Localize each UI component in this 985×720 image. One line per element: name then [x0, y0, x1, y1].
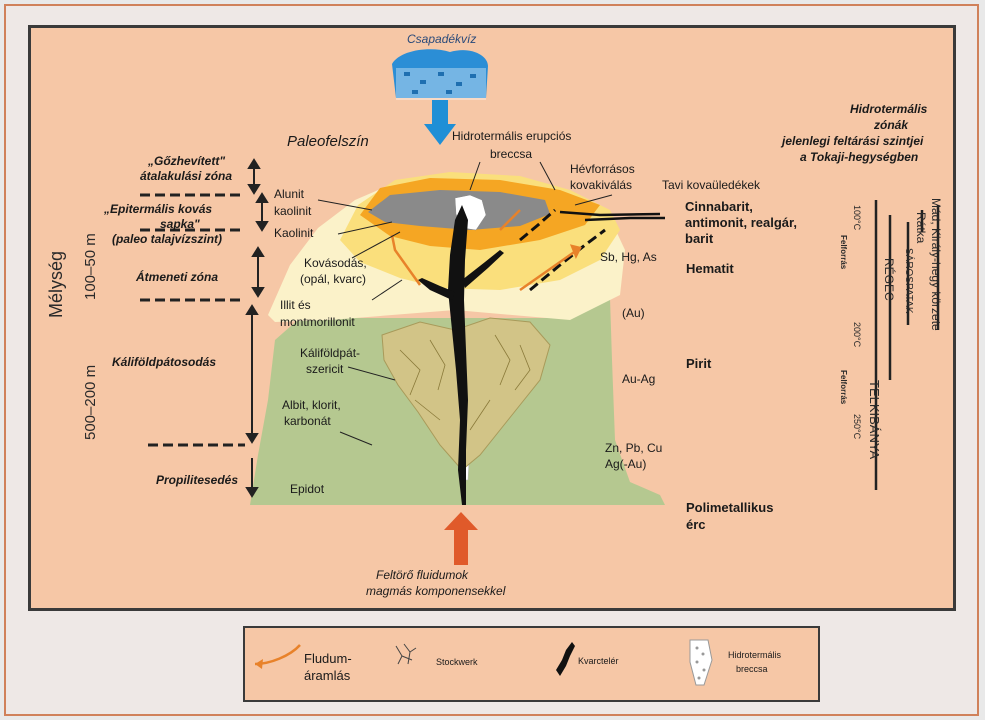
epidote-label: Epidot: [290, 482, 325, 496]
right-title-1: Hidrotermális: [850, 102, 928, 116]
polymetallic-label-2: érc: [686, 517, 706, 532]
steam-zone-label-2: átalakulási zóna: [140, 169, 233, 183]
right-title-4: a Tokaji-hegységben: [800, 150, 919, 164]
paleo-surface-label: Paleofelszín: [287, 133, 369, 150]
cinnabar-label-2: antimonit, realgár,: [685, 215, 797, 230]
depth-lower-range: 500–200 m: [82, 364, 99, 440]
bottom-label-2: magmás komponensekkel: [366, 584, 506, 598]
right-title-3: jelenlegi feltárási szintjei: [782, 134, 924, 148]
telkibanya-label: TELKIBÁNYA: [867, 380, 882, 460]
exposure-level-bars: [874, 200, 940, 490]
legend-breccia-label-2: breccsa: [736, 664, 768, 674]
sb-hg-as-label: Sb, Hg, As: [600, 250, 657, 264]
zone-arrows: [245, 158, 269, 498]
sinter-label-1: Hévforrásos: [570, 162, 635, 176]
zone-boundaries: [140, 193, 245, 447]
leader-lines: [317, 161, 613, 446]
bottom-label-1: Feltörő fluidumok: [376, 568, 469, 582]
legend-stockwerk-label: Stockwerk: [436, 657, 478, 667]
silicification-label-1: Kovásodás,: [304, 256, 367, 270]
breccia-label-1: Hidrotermális erupciós: [452, 129, 572, 143]
quartz-vein-branch-left: [418, 278, 455, 300]
quartz-vein-branch-right: [462, 250, 504, 288]
breccia-label-2: breccsa: [490, 147, 533, 161]
boiling-label-1: Felforrás: [839, 235, 848, 270]
steam-zone-label-1: „Gőzhevített": [148, 154, 226, 168]
legend-vein-label: Kvarctelér: [578, 656, 619, 666]
legend-box: [243, 626, 820, 702]
right-title-2: zónák: [874, 118, 909, 132]
temp-200-label: 200°C: [852, 322, 862, 348]
cinnabar-label-3: barit: [685, 231, 714, 246]
kfeldspar-label-1: Káliföldpát-: [300, 346, 361, 360]
ratka-label: Rátka: [914, 212, 928, 244]
cap-label-2: sapka": [160, 217, 200, 231]
au-label: (Au): [622, 306, 645, 320]
propylitic-zone-label: Propilitesedés: [156, 473, 239, 487]
ag-au-label: Ag(-Au): [605, 457, 647, 471]
potassic-zone-label: Káliföldpátosodás: [112, 355, 217, 369]
legend-flow-label-2: áramlás: [304, 668, 351, 683]
albite-label-1: Albit, klorit,: [282, 398, 341, 412]
depth-axis-label: Mélység: [46, 250, 66, 318]
temp-250-label: 250°C: [852, 414, 862, 440]
lake-sediments: [559, 210, 665, 222]
transition-zone-label: Átmeneti zóna: [136, 270, 219, 284]
regec-label: RÉGEC: [882, 258, 896, 301]
sinter-label-2: kovakiválás: [570, 178, 633, 192]
cap-label-1: „Epitermális kovás: [104, 202, 213, 216]
depth-upper-range: 100–50 m: [82, 233, 99, 300]
au-ag-label: Au-Ag: [622, 372, 656, 386]
polymetallic-label-1: Polimetallikus: [686, 500, 774, 515]
boiling-label-2: Felforrás: [839, 370, 848, 405]
flow-arrows: [390, 209, 582, 292]
zn-pb-cu-label: Zn, Pb, Cu: [605, 441, 663, 455]
dashed-veins: [519, 208, 606, 292]
kaolinit-label-a: kaolinit: [274, 204, 312, 218]
sarospatak-label: SÁROSPATAK: [903, 248, 914, 314]
lake-label: Tavi kovaüledékek: [662, 178, 761, 192]
hematite-label: Hematit: [686, 261, 734, 276]
rain-label: Csapadékvíz: [407, 32, 477, 46]
silicification-label-2: (opál, kvarc): [300, 272, 367, 286]
legend-breccia-label-1: Hidrotermális: [728, 650, 782, 660]
kaolinit-label-b: Kaolinit: [274, 226, 314, 240]
illite-label-1: Illit és: [280, 298, 311, 312]
illite-label-2: montmorillonit: [280, 315, 355, 329]
cinnabar-label-1: Cinnabarit,: [685, 199, 753, 214]
alunit-label: Alunit: [274, 187, 305, 201]
rain-cloud: [392, 49, 488, 145]
kfeldspar-label-2: szericit: [306, 362, 344, 376]
uprising-fluid-arrow: [444, 512, 478, 565]
temp-100-label: 100°C: [852, 205, 862, 231]
mad-label: Mád, Király-hegy körzete: [929, 198, 943, 331]
albite-label-2: karbonát: [284, 414, 331, 428]
cap-label-3: (paleo talajvízszint): [112, 232, 223, 246]
stockwerk-cracks: [399, 334, 531, 431]
legend-flow-label-1: Fludum-: [304, 651, 352, 666]
pyrite-label: Pirit: [686, 356, 712, 371]
